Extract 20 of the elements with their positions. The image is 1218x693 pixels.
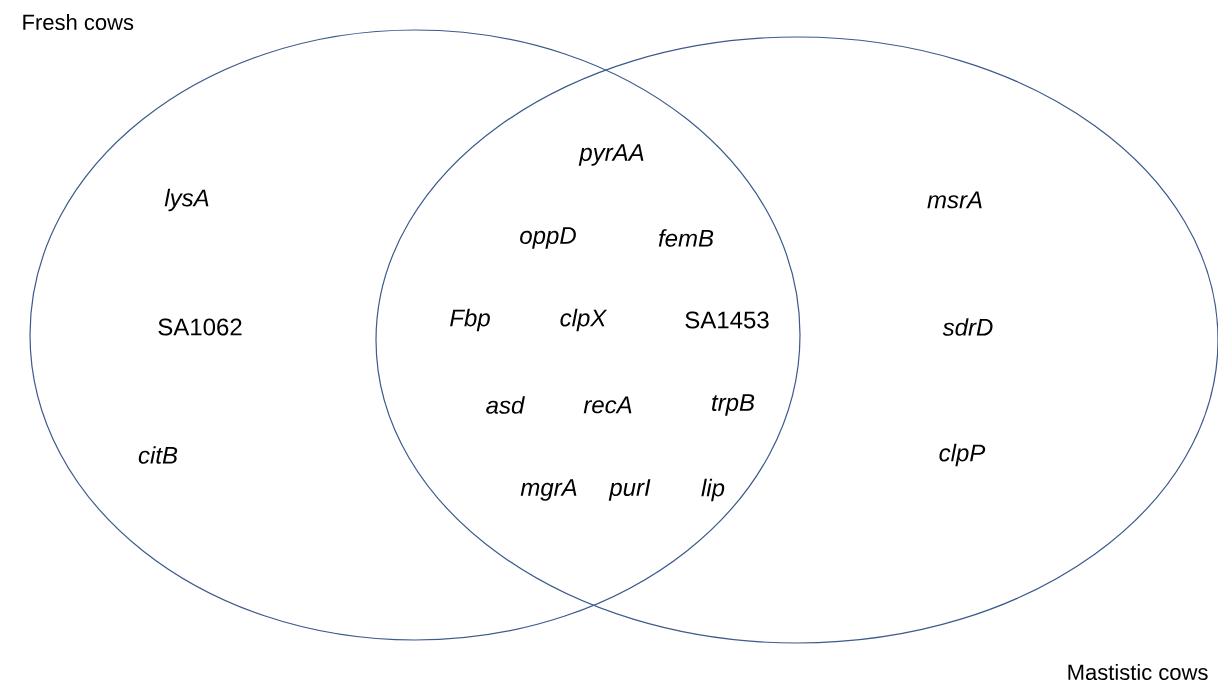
gene-label: SA1062 <box>158 318 242 336</box>
gene-label: mgrA <box>520 479 577 501</box>
gene-label: pyrAA <box>578 144 644 166</box>
gene-label: recA <box>583 396 632 414</box>
set-heading: Mastistic cows <box>1068 663 1208 681</box>
gene-label: lysA <box>164 188 209 212</box>
gene-label: Fbp <box>450 308 490 332</box>
gene-label: citB <box>138 446 178 464</box>
gene-label: oppD <box>520 227 576 249</box>
gene-label: trpB <box>712 394 755 416</box>
set-heading: Fresh cows <box>23 13 134 31</box>
gene-label: msrA <box>927 191 982 209</box>
gene-label: clpP <box>939 443 986 467</box>
gene-label: purI <box>608 479 651 501</box>
gene-label: lip <box>701 478 725 502</box>
gene-label: asd <box>486 396 525 414</box>
gene-label: sdrD <box>942 318 993 336</box>
gene-label: clpX <box>560 308 608 332</box>
gene-label: femB <box>658 229 714 247</box>
gene-label: SA1453 <box>685 311 769 329</box>
